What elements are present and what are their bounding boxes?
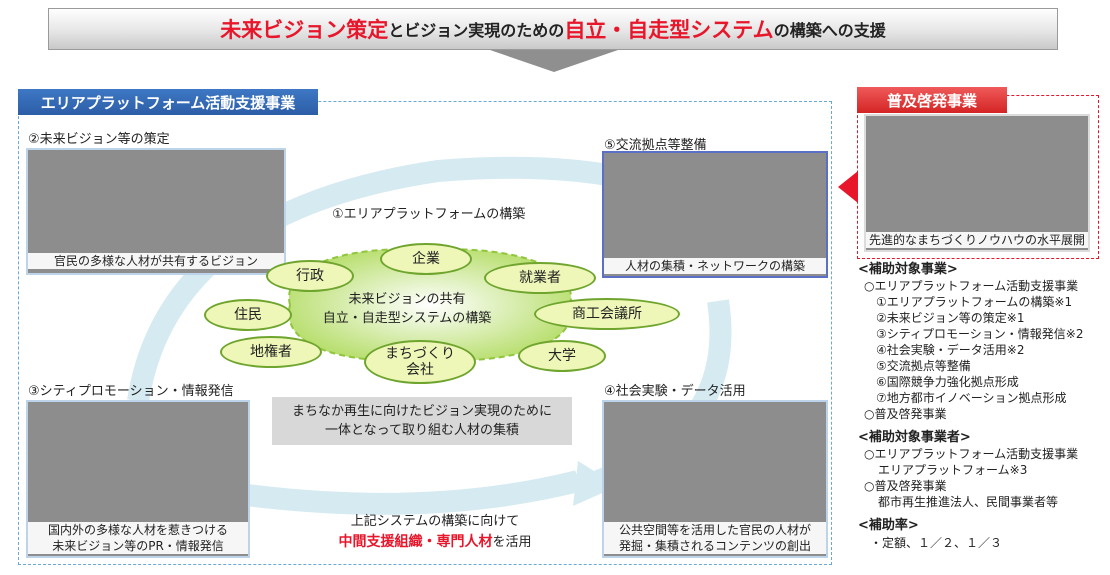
talent-gathering-box: まちなか再生に向けたビジョン実現のために 一体となって取り組む人材の集積	[272, 397, 572, 445]
vision-illustration-image: 官民の多様な人材が共有するビジョン	[26, 148, 286, 275]
social-experiment-photo: 公共空間等を活用した官民の人材が 発掘・集積されるコンテンツの創出	[602, 400, 828, 558]
bottom-text-line1: 上記システムの構築に向けて	[350, 514, 520, 529]
oval-admin: 行政	[266, 260, 354, 292]
section2-title: <補助対象事業者>	[858, 430, 971, 445]
header-title-text-2: の構築への支援	[773, 21, 886, 40]
section1-item: ○普及啓発事業	[864, 407, 947, 421]
header-title-text-1: とビジョン実現のための	[388, 21, 565, 40]
main-panel-frame	[18, 101, 832, 565]
support-org-text: 上記システムの構築に向けて 中間支援組織・専門人材を活用	[270, 512, 600, 553]
item4-caption-line1: 公共空間等を活用した官民の人材が	[618, 523, 811, 537]
item5-title: ⑤交流拠点等整備	[604, 138, 707, 153]
section1-item: ④社会実験・データ活用※2	[876, 343, 1025, 357]
item3-title: ③シティプロモーション・情報発信	[28, 384, 234, 399]
oval-machizukuri: まちづくり 会社	[364, 340, 476, 384]
section1-item: ⑥国際競争力強化拠点形成	[876, 375, 1019, 389]
oval-residents: 住民	[204, 299, 292, 331]
oval-university: 大学	[518, 340, 606, 372]
section1-title: <補助対象事業>	[858, 262, 958, 277]
section3-item: ・定額、１／２、１／３	[870, 536, 1003, 550]
center-text-line1: 未来ビジョンの共有	[348, 292, 466, 307]
item5-caption: 人材の集積・ネットワークの構築	[604, 258, 826, 274]
section3-title: <補助率>	[858, 518, 919, 533]
oval-workers: 就業者	[484, 262, 596, 294]
bottom-text-suffix: を活用	[492, 535, 532, 550]
exchange-hub-photo: 人材の集積・ネットワークの構築	[602, 151, 828, 278]
section1-item: ③シティプロモーション・情報発信※2	[876, 327, 1084, 341]
bottom-text-line2: 中間支援組織・専門人材を活用	[270, 532, 600, 553]
center-text-line2: 自立・自走型システムの構築	[322, 311, 492, 326]
item2-title: ②未来ビジョン等の策定	[28, 132, 170, 147]
main-panel-label: エリアプラットフォーム活動支援事業	[18, 89, 318, 115]
city-promotion-photo: 国内外の多様な人材を惹きつける 未来ビジョン等のPR・情報発信	[26, 400, 250, 558]
section1-item: ○エリアプラットフォーム活動支援事業	[864, 279, 1079, 293]
item1-title: ①エリアプラットフォームの構築	[332, 207, 526, 222]
section1-item: ⑤交流拠点等整備	[876, 359, 971, 373]
left-arrow-icon	[838, 171, 858, 203]
awareness-panel-label: 普及啓発事業	[857, 87, 1007, 113]
section2-item: エリアプラットフォーム※3	[878, 463, 1028, 477]
item4-caption-line2: 発掘・集積されるコンテンツの創出	[618, 539, 811, 553]
seminar-caption: 先進的なまちづくりノウハウの水平展開	[866, 232, 1088, 248]
section1-item: ⑦地方都市イノベーション拠点形成	[876, 391, 1067, 405]
section2-item: 都市再生推進法人、民間事業者等	[878, 495, 1059, 509]
oval-landowners: 地権者	[220, 336, 322, 368]
header-title-red-2: 自立・自走型システム	[564, 18, 774, 42]
item3-caption-line1: 国内外の多様な人材を惹きつける	[47, 523, 228, 537]
grey-box-line2: 一体となって取り組む人材の集積	[325, 423, 519, 438]
section1-item: ②未来ビジョン等の策定※1	[876, 311, 1025, 325]
down-arrow-icon	[490, 50, 618, 72]
item4-caption: 公共空間等を活用した官民の人材が 発掘・集積されるコンテンツの創出	[604, 522, 826, 554]
grey-box-line1: まちなか再生に向けたビジョン実現のために	[291, 404, 552, 419]
platform-center-text: 未来ビジョンの共有 自立・自走型システムの構築	[318, 290, 496, 328]
section2-item: ○普及啓発事業	[864, 479, 947, 493]
oval-company: 企業	[380, 243, 472, 275]
bottom-text-red: 中間支援組織・専門人材	[338, 534, 493, 550]
item4-title: ④社会実験・データ活用	[604, 384, 746, 399]
seminar-photo: 先進的なまちづくりノウハウの水平展開	[864, 114, 1090, 252]
header-banner: 未来ビジョン策定 とビジョン実現のための 自立・自走型システム の構築への支援	[48, 8, 1058, 50]
header-title-red-1: 未来ビジョン策定	[220, 18, 389, 42]
oval-chamber: 商工会議所	[534, 298, 680, 330]
item2-caption: 官民の多様な人材が共有するビジョン	[28, 253, 284, 269]
item3-caption-line2: 未来ビジョン等のPR・情報発信	[52, 539, 224, 553]
section1-item: ①エリアプラットフォームの構築※1	[876, 295, 1073, 309]
item3-caption: 国内外の多様な人材を惹きつける 未来ビジョン等のPR・情報発信	[28, 522, 248, 554]
section2-item: ○エリアプラットフォーム活動支援事業	[864, 447, 1079, 461]
